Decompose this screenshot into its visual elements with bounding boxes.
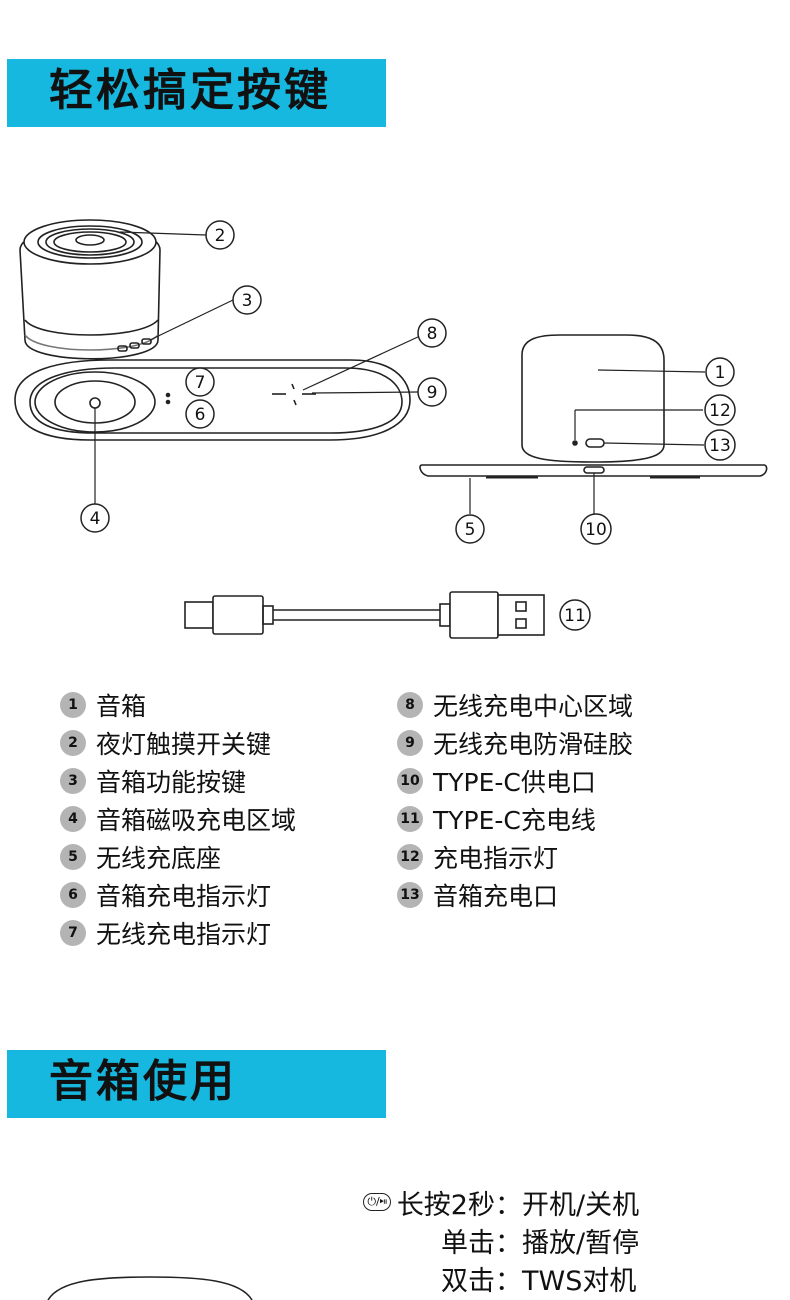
svg-text:13: 13 bbox=[709, 436, 731, 456]
legend-label: 无线充电指示灯 bbox=[96, 920, 272, 949]
legend-item-12: 12 充电指示灯 bbox=[397, 838, 633, 876]
legend-label: 音箱磁吸充电区域 bbox=[96, 806, 297, 835]
legend-item-5: 5 无线充底座 bbox=[60, 838, 296, 876]
legend-number-badge: 9 bbox=[397, 730, 423, 756]
legend-number-badge: 12 bbox=[397, 844, 423, 870]
usage-row-power: ⏻/⏯ 长按2秒 ：开机/关机 bbox=[305, 1183, 639, 1221]
usage-action-label: 双击 bbox=[441, 1265, 495, 1297]
callout-3: 3 bbox=[232, 285, 262, 315]
legend-label: 充电指示灯 bbox=[433, 844, 559, 873]
legend-number-badge: 4 bbox=[60, 806, 86, 832]
legend-item-2: 2 夜灯触摸开关键 bbox=[60, 724, 296, 762]
legend-item-3: 3 音箱功能按键 bbox=[60, 762, 296, 800]
legend-number-badge: 5 bbox=[60, 844, 86, 870]
legend-label: 音箱充电口 bbox=[433, 882, 559, 911]
speaker-drawing bbox=[19, 219, 161, 360]
legend-number-badge: 2 bbox=[60, 730, 86, 756]
legend-item-6: 6 音箱充电指示灯 bbox=[60, 876, 296, 914]
svg-text:3: 3 bbox=[242, 291, 253, 311]
svg-text:12: 12 bbox=[709, 401, 731, 421]
callout-7: 7 bbox=[185, 367, 215, 397]
charging-base-drawing bbox=[14, 359, 411, 441]
speaker-button bbox=[117, 345, 128, 352]
legend-number-badge: 1 bbox=[60, 692, 86, 718]
callout-6: 6 bbox=[185, 399, 215, 429]
legend-number-badge: 11 bbox=[397, 806, 423, 832]
usage-instructions: ⏻/⏯ 长按2秒 ：开机/关机 单击 ：播放/暂停 双击 ：TWS对机 bbox=[305, 1183, 639, 1297]
callout-13: 13 bbox=[704, 429, 736, 461]
speaker-button bbox=[141, 338, 152, 345]
legend-label: TYPE-C供电口 bbox=[433, 768, 596, 797]
usage-row-play: 单击 ：播放/暂停 bbox=[305, 1221, 639, 1259]
usage-action-label: 长按2秒 bbox=[396, 1189, 495, 1221]
callout-8: 8 bbox=[417, 318, 447, 348]
svg-text:7: 7 bbox=[195, 373, 206, 393]
callout-5: 5 bbox=[455, 514, 485, 544]
callout-2: 2 bbox=[205, 220, 235, 250]
section-banner-usage: 音箱使用 bbox=[7, 1050, 386, 1118]
section-title-usage: 音箱使用 bbox=[49, 1056, 237, 1107]
svg-text:2: 2 bbox=[215, 226, 226, 246]
usage-row-tws: 双击 ：TWS对机 bbox=[305, 1259, 639, 1297]
svg-text:9: 9 bbox=[427, 383, 438, 403]
callout-11: 11 bbox=[559, 599, 591, 631]
svg-text:1: 1 bbox=[715, 363, 726, 383]
legend-label: 音箱 bbox=[96, 692, 147, 721]
section-banner-controls: 轻松搞定按键 bbox=[7, 59, 386, 127]
legend-number-badge: 6 bbox=[60, 882, 86, 908]
svg-text:8: 8 bbox=[427, 324, 438, 344]
usage-action-label: 单击 bbox=[441, 1227, 495, 1259]
legend-item-10: 10 TYPE-C供电口 bbox=[397, 762, 633, 800]
product-diagram: 2 3 7 6 4 8 9 1 12 13 5 10 11 bbox=[14, 219, 768, 639]
legend-label: 无线充电中心区域 bbox=[433, 692, 634, 721]
svg-text:4: 4 bbox=[90, 509, 101, 529]
callout-9: 9 bbox=[417, 377, 447, 407]
svg-text:6: 6 bbox=[195, 405, 206, 425]
legend-item-11: 11 TYPE-C充电线 bbox=[397, 800, 633, 838]
legend-item-7: 7 无线充电指示灯 bbox=[60, 914, 296, 952]
callout-10: 10 bbox=[580, 513, 612, 545]
legend-label: 无线充电防滑硅胶 bbox=[433, 730, 634, 759]
callout-12: 12 bbox=[704, 394, 736, 426]
legend-label: 无线充底座 bbox=[96, 844, 222, 873]
legend-item-9: 9 无线充电防滑硅胶 bbox=[397, 724, 633, 762]
legend-number-badge: 10 bbox=[397, 768, 423, 794]
charge-indicator-dot bbox=[572, 440, 578, 446]
legend-number-badge: 3 bbox=[60, 768, 86, 794]
leader-lines bbox=[94, 231, 706, 514]
usage-action-result: ：播放/暂停 bbox=[495, 1227, 640, 1259]
callout-4: 4 bbox=[80, 503, 110, 533]
legend-label: TYPE-C充电线 bbox=[433, 806, 596, 835]
legend-right-column: 8 无线充电中心区域 9 无线充电防滑硅胶 10 TYPE-C供电口 11 TYPE-C… bbox=[397, 686, 633, 914]
legend-label: 夜灯触摸开关键 bbox=[96, 730, 272, 759]
svg-text:11: 11 bbox=[564, 606, 586, 626]
speaker-side-drawing bbox=[521, 334, 665, 463]
usb-cable-drawing bbox=[184, 591, 545, 639]
svg-text:5: 5 bbox=[465, 520, 476, 540]
charging-base-side-drawing bbox=[419, 464, 768, 479]
legend-item-4: 4 音箱磁吸充电区域 bbox=[60, 800, 296, 838]
usage-action-result: ：开机/关机 bbox=[495, 1189, 640, 1221]
callout-1: 1 bbox=[705, 357, 735, 387]
legend-label: 音箱功能按键 bbox=[96, 768, 247, 797]
legend-label: 音箱充电指示灯 bbox=[96, 882, 272, 911]
legend-number-badge: 13 bbox=[397, 882, 423, 908]
legend-item-1: 1 音箱 bbox=[60, 686, 296, 724]
svg-text:10: 10 bbox=[585, 520, 607, 540]
speaker-grille bbox=[37, 225, 143, 259]
speaker-button bbox=[129, 342, 140, 349]
legend-number-badge: 8 bbox=[397, 692, 423, 718]
legend-item-8: 8 无线充电中心区域 bbox=[397, 686, 633, 724]
power-play-pause-icon: ⏻/⏯ bbox=[363, 1193, 391, 1211]
speaker-outline-partial bbox=[47, 1276, 253, 1300]
legend-number-badge: 7 bbox=[60, 920, 86, 946]
section-title-controls: 轻松搞定按键 bbox=[49, 65, 331, 116]
usage-action-result: ：TWS对机 bbox=[495, 1265, 637, 1297]
legend-item-13: 13 音箱充电口 bbox=[397, 876, 633, 914]
